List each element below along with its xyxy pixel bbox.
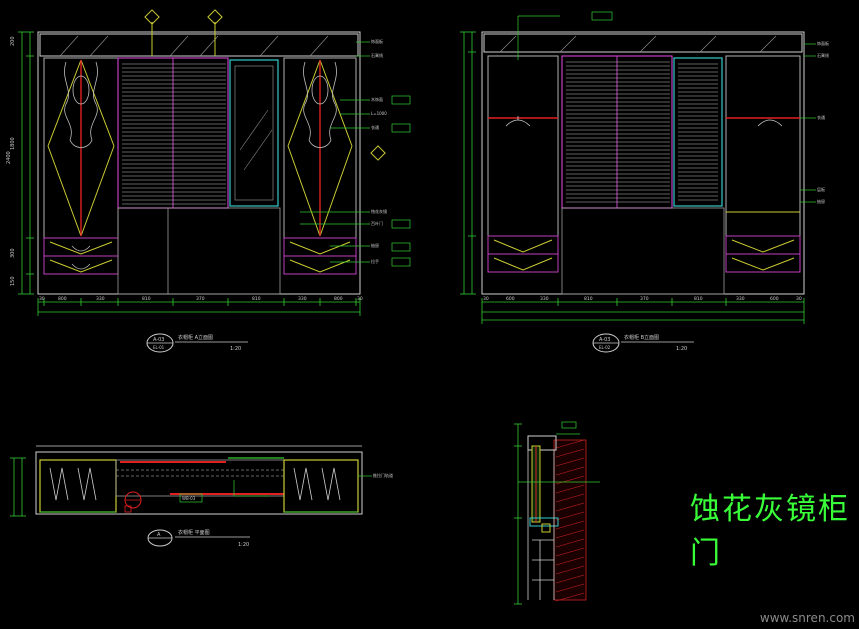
elev-b-sub: EL-02 <box>599 345 611 350</box>
dim-a-6: 330 <box>298 296 307 302</box>
plan-scale: 1:20 <box>238 542 249 548</box>
callout-a-6: 百叶门 <box>371 220 383 226</box>
elev-a-name: 衣帽柜 A立面图 <box>178 334 213 341</box>
dim-a-4: 370 <box>196 296 205 302</box>
dim-b-1: 600 <box>506 296 515 302</box>
dim-b-3: 810 <box>584 296 593 302</box>
plan-view: WB-03 推拉门轨道 A 衣帽柜 平面图 1:20 <box>10 445 393 548</box>
dim-a-1: 800 <box>58 296 67 302</box>
callout-b-1: 石膏线 <box>817 52 829 58</box>
wall-hatch-line <box>555 538 585 548</box>
elevation-a: 2400 200 1800 300 150 30 800 330 810 370… <box>6 9 411 353</box>
callout-a-2: 木饰面 <box>371 96 383 102</box>
side-dim-low: 300 <box>10 248 16 258</box>
elev-b-tag: A-03 <box>599 337 610 343</box>
wall-hatch-line <box>555 565 585 575</box>
plan-callout-1: 推拉门轨道 <box>373 472 393 478</box>
elev-a-scale: 1:20 <box>230 346 241 352</box>
plan-tag: A <box>157 532 161 538</box>
dim-a-2: 330 <box>96 296 105 302</box>
wall-hatch-line <box>555 592 585 602</box>
wall-hatch-line <box>555 466 585 476</box>
drawing-title: 蚀花灰镜柜门 <box>690 492 850 571</box>
dim-a-3: 810 <box>142 296 151 302</box>
callout-a-0: 饰面板 <box>371 38 383 44</box>
side-dim-top: 200 <box>10 36 16 46</box>
dim-b-5: 810 <box>694 296 703 302</box>
wall-hatch-line <box>555 583 585 593</box>
plan-callout-0: WB-03 <box>182 496 196 501</box>
callout-a-4: 衣通 <box>371 124 379 130</box>
side-dim-total: 2400 <box>6 151 12 164</box>
wall-hatch-line <box>555 556 585 566</box>
wall-hatch-line <box>555 547 585 557</box>
elev-a-tag: A-03 <box>153 337 164 343</box>
dim-b-6: 330 <box>736 296 745 302</box>
plan-name: 衣帽柜 平面图 <box>178 529 210 536</box>
elev-b-scale: 1:20 <box>676 346 687 352</box>
dim-b-7: 600 <box>770 296 779 302</box>
dim-b-8: 30 <box>796 296 802 302</box>
wall-hatch-line <box>555 439 585 449</box>
dim-a-7: 800 <box>334 296 343 302</box>
elev-b-name: 衣帽柜 B立面图 <box>624 334 659 341</box>
callout-a-8: 拉手 <box>371 258 379 264</box>
wall-hatch-line <box>555 457 585 467</box>
wall-hatch-line <box>555 520 585 530</box>
section-detail <box>514 421 600 605</box>
side-dim-base: 150 <box>10 276 16 286</box>
dim-a-5: 810 <box>252 296 261 302</box>
callout-b-3: 层板 <box>817 186 825 192</box>
wall-hatch-line <box>555 493 585 503</box>
callout-a-5: 蚀花灰镜 <box>371 208 387 214</box>
dim-b-2: 330 <box>540 296 549 302</box>
watermark: www.snren.com <box>759 611 855 625</box>
callout-a-1: 石膏线 <box>371 52 383 58</box>
wall-hatch-line <box>555 529 585 539</box>
dim-a-0: 30 <box>39 296 45 302</box>
side-dim-mid: 1800 <box>10 137 16 150</box>
elevation-b: 饰面板 石膏线 衣通 层板 抽屉 30 600 330 810 370 810 <box>460 11 829 353</box>
elev-a-sub: EL-01 <box>153 345 165 350</box>
wall-hatch-line <box>555 448 585 458</box>
wall-hatch-line <box>555 475 585 485</box>
wall-hatch-line <box>555 502 585 512</box>
wall-hatch-line <box>555 574 585 584</box>
wall-hatch-line <box>555 484 585 494</box>
dim-a-8: 30 <box>357 296 363 302</box>
callout-a-7: 抽屉 <box>371 242 379 248</box>
dim-b-4: 370 <box>640 296 649 302</box>
callout-b-0: 饰面板 <box>817 40 829 46</box>
callout-b-2: 衣通 <box>817 114 825 120</box>
callout-a-3: L=1000 <box>371 111 387 116</box>
dim-b-0: 30 <box>483 296 489 302</box>
wall-hatch-line <box>555 511 585 521</box>
callout-b-4: 抽屉 <box>817 198 825 204</box>
